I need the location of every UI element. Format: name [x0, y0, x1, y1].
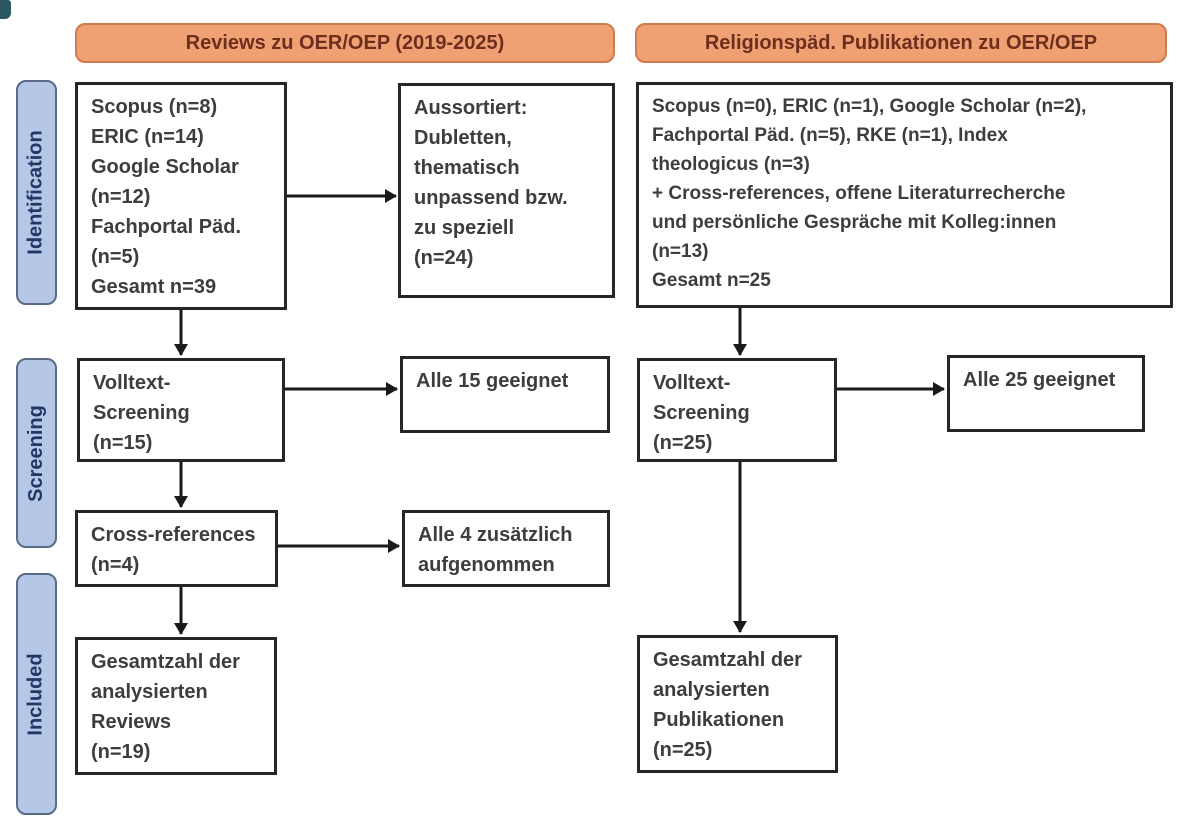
box-text-line: (n=5) — [91, 246, 140, 268]
box-reviews-sources: Scopus (n=8) ERIC (n=14) Google Scholar (n=… — [75, 82, 287, 310]
box-text-line: Gesamt n=39 — [91, 276, 217, 298]
box-text-line: Fachportal Päd. (n=5), RKE (n=1), Index — [652, 125, 1008, 146]
box-reviews-cross-references: Cross-references (n=4) — [75, 510, 278, 587]
column-header-reviews-label: Reviews zu OER/OEP (2019-2025) — [185, 31, 505, 54]
box-text-line: Screening — [93, 402, 190, 424]
box-text-line: Reviews — [91, 711, 172, 733]
column-header-religionspaed: Religionspäd. Publikationen zu OER/OEP — [635, 23, 1167, 63]
box-reviews-crossref-included: Alle 4 zusätzlich aufgenommen — [402, 510, 610, 587]
box-text-line: Volltext- — [93, 372, 171, 394]
box-text-line: Alle 25 geeignet — [963, 369, 1116, 391]
box-text-line: Screening — [653, 402, 750, 424]
box-text-line: thematisch — [414, 157, 520, 179]
stage-label-included: Included — [25, 652, 48, 736]
box-text-line: Aussortiert: — [414, 97, 528, 119]
box-text-line: und persönliche Gespräche mit Kolleg:inn… — [652, 212, 1057, 233]
box-text-line: (n=15) — [93, 432, 153, 454]
box-text-line: analysierten — [653, 679, 770, 701]
box-text-line: Alle 4 zusätzlich — [418, 524, 573, 546]
box-text-line: unpassend bzw. — [414, 187, 568, 209]
box-text-line: Google Scholar — [91, 156, 239, 178]
box-text-line: Publikationen — [653, 709, 785, 731]
box-text-line: (n=25) — [653, 432, 713, 454]
box-text-line: Scopus (n=0), ERIC (n=1), Google Scholar… — [652, 96, 1087, 117]
box-text-line: aufgenommen — [418, 554, 555, 576]
stage-pill-identification: Identification — [16, 80, 57, 305]
box-text-line: (n=13) — [652, 241, 709, 262]
box-text-line: Cross-references — [91, 524, 256, 546]
column-header-religionspaed-label: Religionspäd. Publikationen zu OER/OEP — [704, 31, 1098, 54]
box-text-line: (n=25) — [653, 739, 713, 761]
column-header-reviews: Reviews zu OER/OEP (2019-2025) — [75, 23, 615, 63]
box-text-line: (n=24) — [414, 247, 474, 269]
box-text-line: Dubletten, — [414, 127, 512, 149]
box-reviews-eligible: Alle 15 geeignet — [400, 356, 610, 433]
box-reviews-fulltext-screening: Volltext- Screening (n=15) — [77, 358, 285, 462]
box-text-line: Alle 15 geeignet — [416, 370, 569, 392]
box-reviews-excluded: Aussortiert: Dubletten, thematisch unpassen… — [398, 83, 615, 298]
stage-label-screening: Screening — [25, 404, 48, 502]
box-text-line: Gesamtzahl der — [91, 651, 240, 673]
box-text-line: Scopus (n=8) — [91, 96, 218, 118]
box-text-line: (n=12) — [91, 186, 151, 208]
box-text-line: Gesamt n=25 — [652, 270, 771, 291]
box-text-line: Volltext- — [653, 372, 731, 394]
stage-pill-screening: Screening — [16, 358, 57, 548]
box-text-line: theologicus (n=3) — [652, 154, 810, 175]
box-text-line: zu speziell — [414, 217, 515, 239]
box-relpaed-eligible: Alle 25 geeignet — [947, 355, 1145, 432]
box-relpaed-fulltext-screening: Volltext- Screening (n=25) — [637, 358, 837, 462]
box-text-line: (n=19) — [91, 741, 151, 763]
box-text-line: + Cross-references, offene Literaturrech… — [652, 183, 1066, 204]
corner-fragment — [0, 0, 11, 19]
box-text-line: Fachportal Päd. — [91, 216, 242, 238]
box-text-line: (n=4) — [91, 554, 140, 576]
box-text-line: analysierten — [91, 681, 208, 703]
box-text-line: ERIC (n=14) — [91, 126, 204, 148]
stage-pill-included: Included — [16, 573, 57, 815]
stage-label-identification: Identification — [25, 130, 48, 255]
box-text-line: Gesamtzahl der — [653, 649, 802, 671]
box-relpaed-sources: Scopus (n=0), ERIC (n=1), Google Scholar… — [636, 82, 1173, 308]
